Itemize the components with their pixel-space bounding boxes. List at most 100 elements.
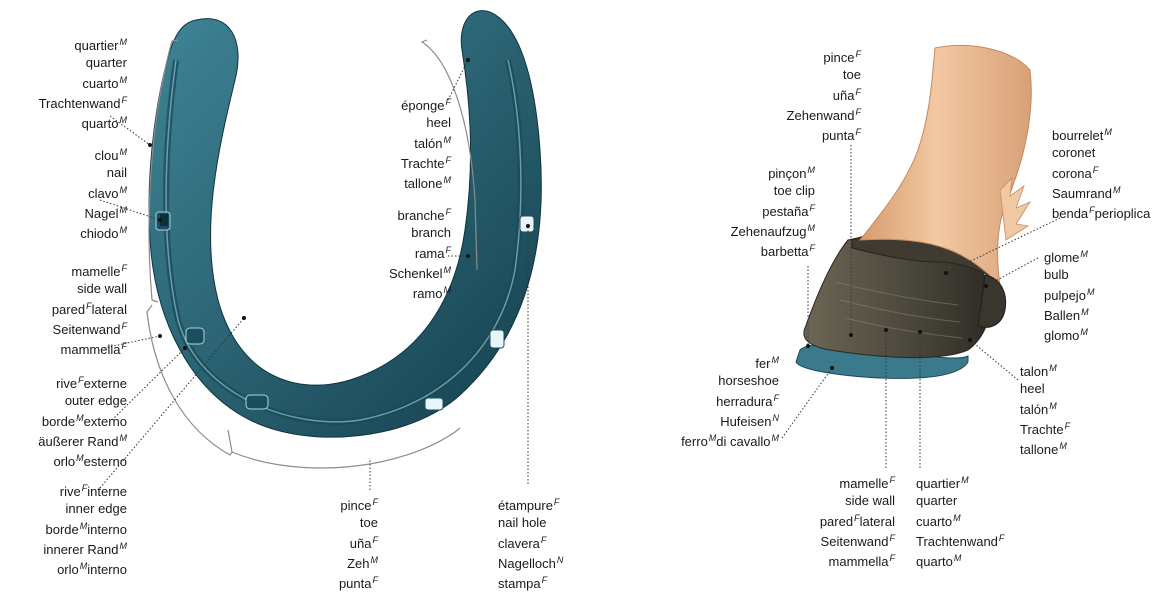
label-line: NagelM bbox=[80, 202, 127, 222]
label-line: glomoM bbox=[1044, 324, 1094, 344]
term-text: pestaña bbox=[762, 204, 808, 219]
gender-marker: M bbox=[1080, 327, 1088, 337]
label-line: bulb bbox=[1044, 266, 1094, 283]
label-pincon: pinçonMtoe clippestañaFZehenaufzugMbarbe… bbox=[731, 162, 815, 260]
term-text: ferro bbox=[681, 434, 708, 449]
gender-marker: N bbox=[773, 413, 780, 423]
label-line: orloMinterno bbox=[43, 558, 127, 578]
term-text: Schenkel bbox=[389, 266, 442, 281]
horseshoe-figure bbox=[149, 11, 541, 438]
gender-marker: M bbox=[444, 135, 452, 145]
term-text: Zehenwand bbox=[787, 108, 855, 123]
term-text: clavo bbox=[88, 186, 118, 201]
term-text: Zehenaufzug bbox=[731, 224, 807, 239]
term-text: quarto bbox=[916, 554, 953, 569]
gender-marker: M bbox=[444, 175, 452, 185]
term-text: pared bbox=[820, 514, 853, 529]
gender-marker: M bbox=[772, 355, 780, 365]
term-text: quartier bbox=[74, 38, 118, 53]
nail-hole-right-1 bbox=[520, 216, 534, 232]
term-text: barbetta bbox=[761, 244, 809, 259]
gender-marker: F bbox=[856, 107, 862, 117]
label-line: heel bbox=[401, 114, 451, 131]
term-suffix: externo bbox=[84, 414, 127, 429]
gender-marker: M bbox=[1049, 363, 1057, 373]
gender-marker: F bbox=[122, 341, 128, 351]
label-line: nail hole bbox=[498, 514, 563, 531]
gender-marker: M bbox=[772, 433, 780, 443]
label-line: uñaF bbox=[787, 84, 861, 104]
term-text: corona bbox=[1052, 166, 1092, 181]
gender-marker: F bbox=[542, 575, 548, 585]
term-text: toe bbox=[360, 515, 378, 530]
label-line: SeitenwandF bbox=[820, 530, 895, 550]
gender-marker: M bbox=[444, 285, 452, 295]
fetlock-hair bbox=[1000, 178, 1030, 240]
gender-marker: F bbox=[856, 49, 862, 59]
label-line: bourreletM bbox=[1052, 124, 1150, 144]
gender-marker: M bbox=[371, 555, 379, 565]
label-line: TrachtenwandF bbox=[39, 92, 127, 112]
gender-marker: F bbox=[890, 533, 896, 543]
term-text: tallone bbox=[404, 176, 442, 191]
label-line: TrachteF bbox=[401, 152, 451, 172]
term-text: cuarto bbox=[916, 514, 952, 529]
gender-marker: M bbox=[120, 75, 128, 85]
label-line: ZehenwandF bbox=[787, 104, 861, 124]
term-text: bulb bbox=[1044, 267, 1069, 282]
gender-marker: M bbox=[961, 475, 969, 485]
term-text: éponge bbox=[401, 98, 444, 113]
term-text: Ballen bbox=[1044, 308, 1080, 323]
term-text: side wall bbox=[77, 281, 127, 296]
term-text: outer edge bbox=[65, 393, 127, 408]
gender-marker: F bbox=[1093, 165, 1099, 175]
gender-marker: N bbox=[557, 555, 564, 565]
label-line: HufeisenN bbox=[681, 410, 779, 430]
label-line: quartoM bbox=[39, 112, 127, 132]
term-suffix: di cavallo bbox=[716, 434, 770, 449]
gender-marker: M bbox=[120, 205, 128, 215]
label-line: branch bbox=[389, 224, 451, 241]
label-line: épongeF bbox=[401, 94, 451, 114]
term-text: toe clip bbox=[774, 183, 815, 198]
term-text: Zeh bbox=[347, 556, 369, 571]
term-text: Nagelloch bbox=[498, 556, 556, 571]
term-text: uña bbox=[350, 536, 372, 551]
term-text: Trachtenwand bbox=[916, 534, 998, 549]
gender-marker: F bbox=[373, 535, 379, 545]
label-line: toe bbox=[787, 66, 861, 83]
term-text: nail hole bbox=[498, 515, 546, 530]
label-pince-shoe: pinceFtoeuñaFZehMpuntaF bbox=[339, 494, 378, 592]
label-line: pulpejoM bbox=[1044, 284, 1094, 304]
label-line: glomeM bbox=[1044, 246, 1094, 266]
term-text: uña bbox=[833, 88, 855, 103]
gender-marker: F bbox=[446, 155, 452, 165]
term-text: fer bbox=[755, 356, 770, 371]
label-line: BallenM bbox=[1044, 304, 1094, 324]
gender-marker: F bbox=[446, 245, 452, 255]
term-text: chiodo bbox=[80, 226, 118, 241]
label-line: side wall bbox=[820, 492, 895, 509]
term-text: Seitenwand bbox=[53, 322, 121, 337]
gender-marker: F bbox=[1065, 421, 1071, 431]
term-suffix: lateral bbox=[860, 514, 895, 529]
label-line: quartierM bbox=[916, 472, 1004, 492]
label-line: ferM bbox=[681, 352, 779, 372]
label-mamelle-shoe: mamelleFside wallparedFlateralSeitenwand… bbox=[52, 260, 127, 358]
term-text: mamelle bbox=[71, 264, 120, 279]
term-text: étampure bbox=[498, 498, 553, 513]
label-line: quarter bbox=[916, 492, 1004, 509]
label-line: SaumrandM bbox=[1052, 182, 1150, 202]
term-text: inner edge bbox=[66, 501, 127, 516]
label-line: ZehenaufzugM bbox=[731, 220, 815, 240]
label-line: barbettaF bbox=[731, 240, 815, 260]
term-text: Nagel bbox=[85, 206, 119, 221]
term-text: quarter bbox=[916, 493, 957, 508]
term-text: tallone bbox=[1020, 442, 1058, 457]
term-text: Seitenwand bbox=[821, 534, 889, 549]
